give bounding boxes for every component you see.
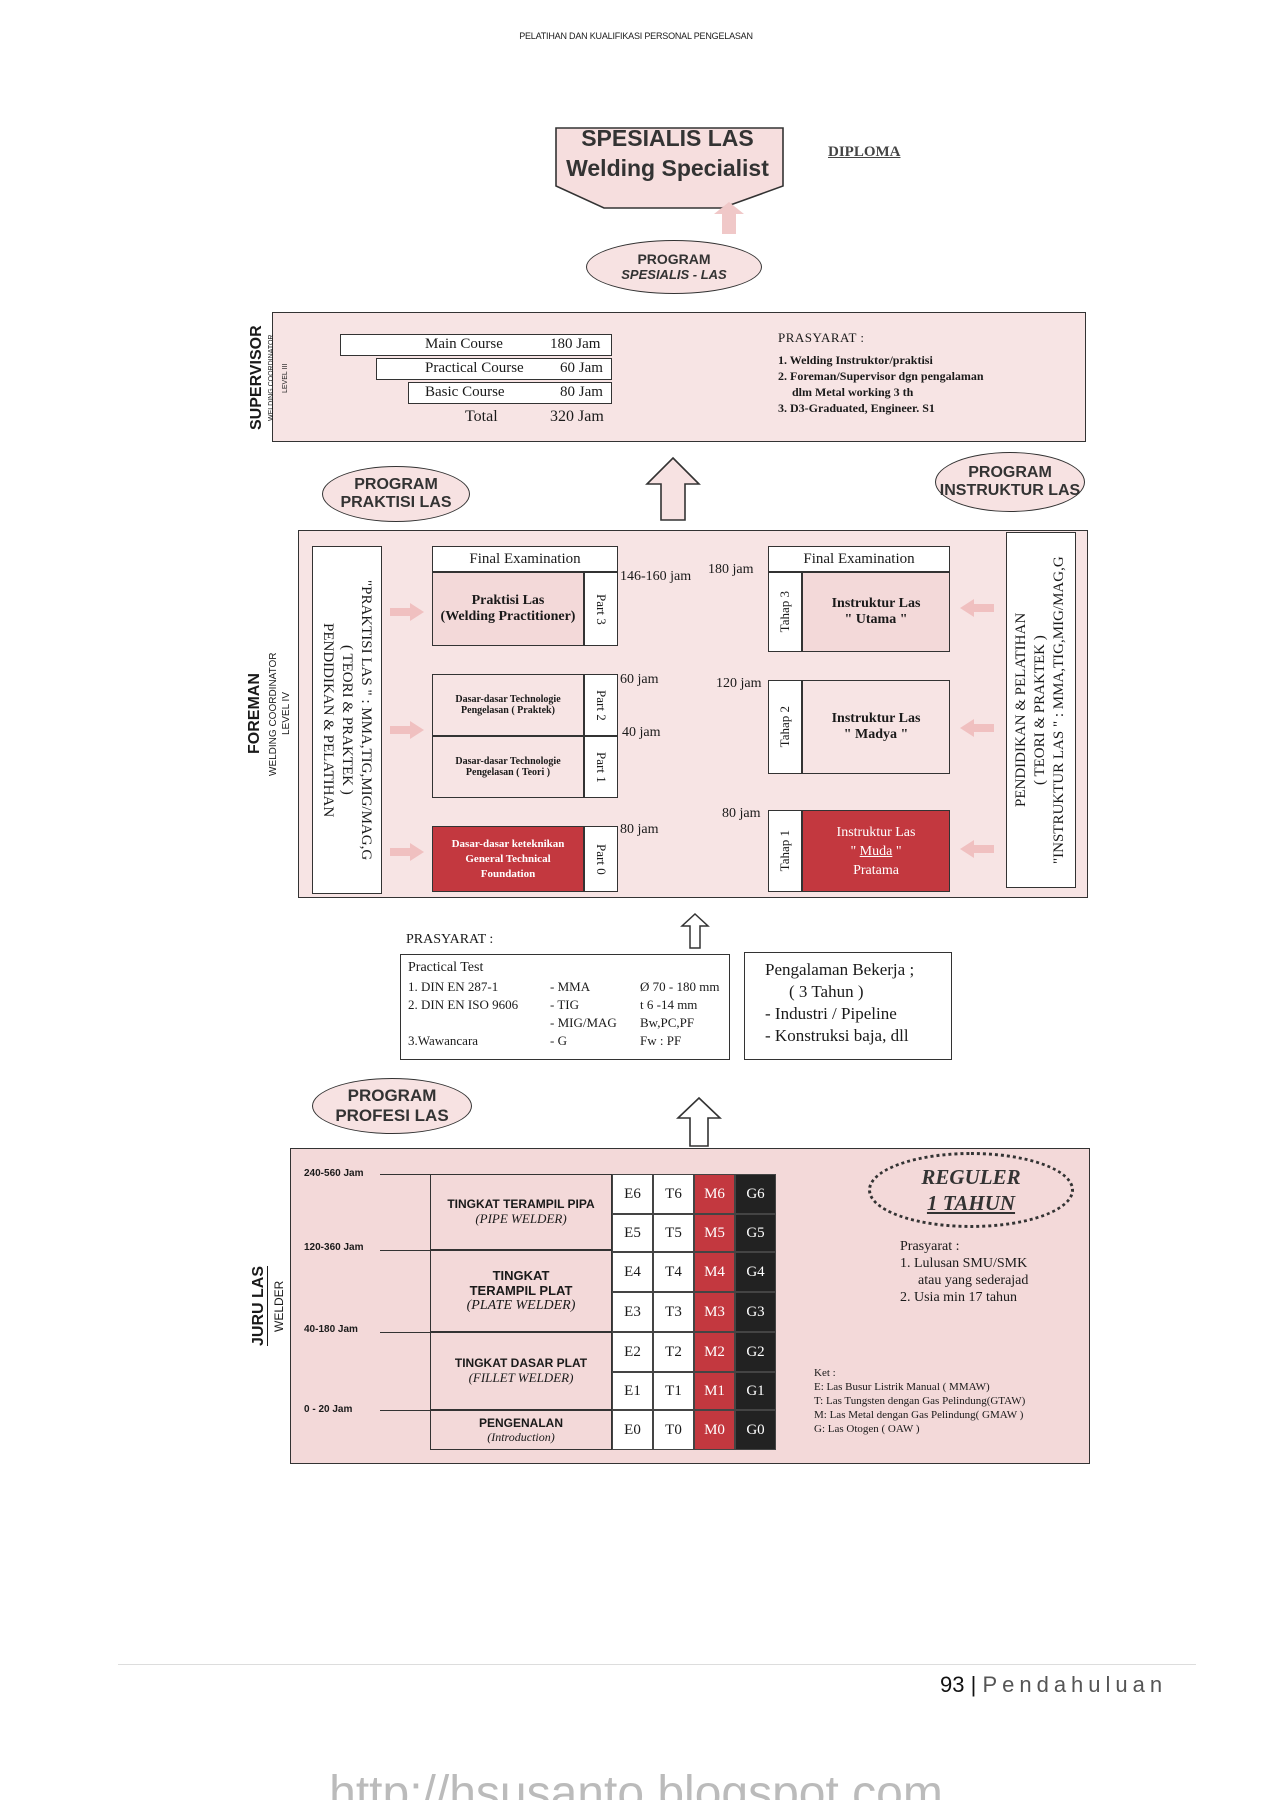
foreman-left-side-box [312,546,382,894]
juru-las-label: JURU LAS [250,1266,267,1347]
hours-tahap3: 180 jam [708,562,754,577]
program-spesialis-bubble: PROGRAM SPESIALIS - LAS [586,240,762,294]
running-header: PELATIHAN DAN KUALIFIKASI PERSONAL PENGE… [519,31,753,41]
foreman-label: FOREMAN [246,673,263,755]
foreman-left-side-text: "PRAKTISI LAS " : MMA,TIG,MIG/MAG,G ( TE… [320,579,374,861]
process-grid: E6 T6 M6 G6 E5 T5 M5 G5 E4 T4 M4 G4 E3 T… [612,1174,776,1450]
hours-tahap1: 80 jam [722,806,761,821]
hours-part0: 80 jam [620,822,659,837]
up-arrow-small [722,210,736,234]
page-footer: 93 | Pendahuluan [940,1672,1168,1697]
program-instruktur-bubble: PROGRAM INSTRUKTUR LAS [935,452,1085,512]
practical-test-box [400,954,730,1060]
supervisor-sub: WELDING COORDINATOR [268,334,275,422]
praktisi-las-box: Praktisi Las (Welding Practitioner) [432,572,584,646]
hours-tahap2: 120 jam [716,676,762,691]
program-praktisi-bubble: PROGRAM PRAKTISI LAS [322,466,470,522]
juru-ket: Ket : E: Las Busur Listrik Manual ( MMAW… [814,1367,1026,1435]
foreman-right-side-box [1006,532,1076,888]
foreman-level: LEVEL IV [281,692,292,736]
specialist-title-id: SPESIALIS LAS [581,125,754,151]
hours-part3: 146-160 jam [620,569,692,584]
hours-part2: 60 jam [620,672,659,687]
supervisor-prasyarat-list: 1. Welding Instruktor/praktisi 2. Forema… [778,353,984,415]
instruktur-muda-box: Instruktur Las " Muda " Pratama [802,810,950,892]
instruktur-madya-box: Instruktur Las " Madya " [802,680,950,774]
course-total-hours: 320 Jam [550,408,604,425]
hours-pipe: 240-560 Jam [304,1168,364,1179]
page-number: 93 [940,1672,965,1697]
juru-las-sub: WELDER [272,1280,286,1332]
footer-divider [118,1664,1196,1665]
final-exam-right: Final Examination [768,546,950,572]
specialist-title: SPESIALIS LAS Welding Specialist [555,124,780,184]
dasar-teori-box: Dasar-dasar Technologie Pengelasan ( Teo… [432,736,584,798]
supervisor-label: SUPERVISOR [248,325,265,431]
instruktur-utama-box: Instruktur Las " Utama " [802,572,950,652]
reguler-badge: REGULER 1 TAHUN [868,1152,1074,1228]
level-intro: PENGENALAN (Introduction) [430,1410,612,1450]
final-exam-left: Final Examination [432,546,618,572]
general-technical-box: Dasar-dasar keteknikan General Technical… [432,826,584,892]
supervisor-level: LEVEL III [282,363,289,393]
supervisor-prasyarat-title: PRASYARAT : [778,330,865,345]
hours-plate: 120-360 Jam [304,1242,364,1253]
dasar-praktek-box: Dasar-dasar Technologie Pengelasan ( Pra… [432,674,584,736]
course-basic [408,382,612,404]
specialist-title-en: Welding Specialist [566,154,769,181]
level-plate: TINGKAT TERAMPIL PLAT (PLATE WELDER) [430,1250,612,1332]
up-arrow-supervisor [645,456,701,521]
watermark-url: http://hsusanto.blogspot.com [329,1767,943,1800]
experience-box: Pengalaman Bekerja ; ( 3 Tahun ) - Indus… [744,952,952,1060]
hours-fillet: 40-180 Jam [304,1324,358,1335]
course-total-label: Total [465,408,498,425]
foreman-sub: WELDING COORDINATOR [268,652,279,776]
section-name: Pendahuluan [982,1672,1168,1697]
diploma-label: DIPLOMA [828,144,901,160]
hours-intro: 0 - 20 Jam [304,1404,353,1415]
course-practical [376,358,612,380]
prasyarat-mid-title: PRASYARAT : [406,932,494,947]
up-arrow-juru [676,1096,722,1147]
up-arrow-foreman [680,912,710,949]
level-pipe: TINGKAT TERAMPIL PIPA (PIPE WELDER) [430,1174,612,1250]
course-main [340,334,612,356]
foreman-right-side-text: PENDIDIKAN & PELATIHAN ( TEORI & PRAKTEK… [1013,556,1067,864]
hours-part1: 40 jam [622,725,661,740]
level-fillet: TINGKAT DASAR PLAT (FILLET WELDER) [430,1332,612,1410]
program-profesi-bubble: PROGRAM PROFESI LAS [312,1078,472,1134]
juru-prasyarat: Prasyarat : 1. Lulusan SMU/SMK atau yang… [900,1239,1029,1305]
foreman-box [298,530,1088,898]
